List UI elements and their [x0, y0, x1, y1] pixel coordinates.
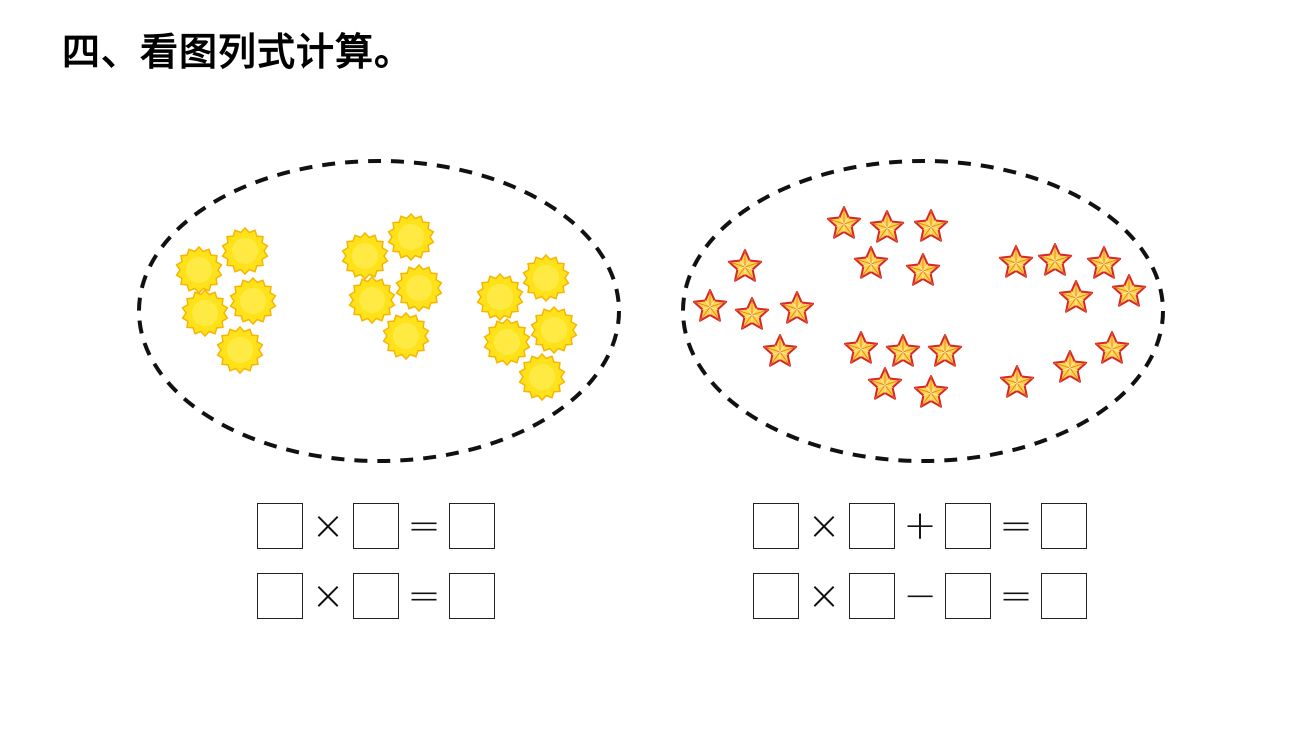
star-icon: [1086, 246, 1122, 279]
sun-icon: [341, 231, 389, 281]
times-sign: ×: [807, 573, 841, 619]
star-icon: [762, 334, 798, 367]
star-icon: [692, 289, 728, 322]
sun-icon: [382, 311, 430, 361]
equals-sign: =: [999, 573, 1033, 619]
star-icon: [1111, 274, 1147, 307]
sun-group-outline: [137, 159, 621, 463]
answer-box[interactable]: [449, 573, 495, 619]
star-icon: [869, 210, 905, 243]
equation-left-2: × =: [257, 571, 495, 621]
star-group-outline: [681, 159, 1165, 463]
sun-icon: [175, 245, 223, 295]
equation-right-1: × + =: [753, 501, 1087, 551]
sun-icon: [181, 288, 229, 338]
answer-box[interactable]: [353, 503, 399, 549]
equation-right-2: × − =: [753, 571, 1087, 621]
star-icon: [1094, 331, 1130, 364]
page-title: 四、看图列式计算。: [62, 29, 414, 74]
star-icon: [1037, 243, 1073, 276]
star-icon: [885, 334, 921, 367]
star-icon: [853, 246, 889, 279]
sun-icon: [387, 212, 435, 262]
star-icon: [927, 334, 963, 367]
star-icon: [998, 245, 1034, 278]
minus-sign: −: [903, 573, 937, 619]
times-sign: ×: [311, 573, 345, 619]
answer-box[interactable]: [257, 503, 303, 549]
answer-box[interactable]: [1041, 503, 1087, 549]
sun-icon: [348, 275, 396, 325]
star-icon: [913, 375, 949, 408]
answer-box[interactable]: [945, 503, 991, 549]
star-icon: [867, 367, 903, 400]
equals-sign: =: [407, 573, 441, 619]
sun-group: [175, 212, 578, 402]
star-icon: [779, 291, 815, 324]
times-sign: ×: [807, 503, 841, 549]
answer-box[interactable]: [849, 573, 895, 619]
star-icon: [826, 206, 862, 239]
star-icon: [734, 297, 770, 330]
equals-sign: =: [407, 503, 441, 549]
answer-box[interactable]: [753, 503, 799, 549]
star-icon: [843, 331, 879, 364]
star-icon: [1058, 280, 1094, 313]
star-icon: [999, 365, 1035, 398]
star-icon: [1052, 350, 1088, 383]
star-icon: [905, 253, 941, 286]
sun-icon: [221, 226, 269, 276]
answer-box[interactable]: [353, 573, 399, 619]
sun-icon: [518, 352, 566, 402]
answer-box[interactable]: [257, 573, 303, 619]
equals-sign: =: [999, 503, 1033, 549]
times-sign: ×: [311, 503, 345, 549]
sun-icon: [216, 325, 264, 375]
answer-box[interactable]: [753, 573, 799, 619]
answer-box[interactable]: [1041, 573, 1087, 619]
equation-left-1: × =: [257, 501, 495, 551]
sun-icon: [530, 305, 578, 355]
answer-box[interactable]: [945, 573, 991, 619]
star-icon: [913, 209, 949, 242]
answer-box[interactable]: [849, 503, 895, 549]
sun-icon: [395, 263, 443, 313]
answer-box[interactable]: [449, 503, 495, 549]
sun-icon: [229, 276, 277, 326]
star-group: [692, 206, 1147, 408]
sun-icon: [522, 253, 570, 303]
plus-sign: +: [903, 503, 937, 549]
sun-icon: [476, 272, 524, 322]
sun-icon: [483, 317, 531, 367]
star-icon: [727, 249, 763, 282]
